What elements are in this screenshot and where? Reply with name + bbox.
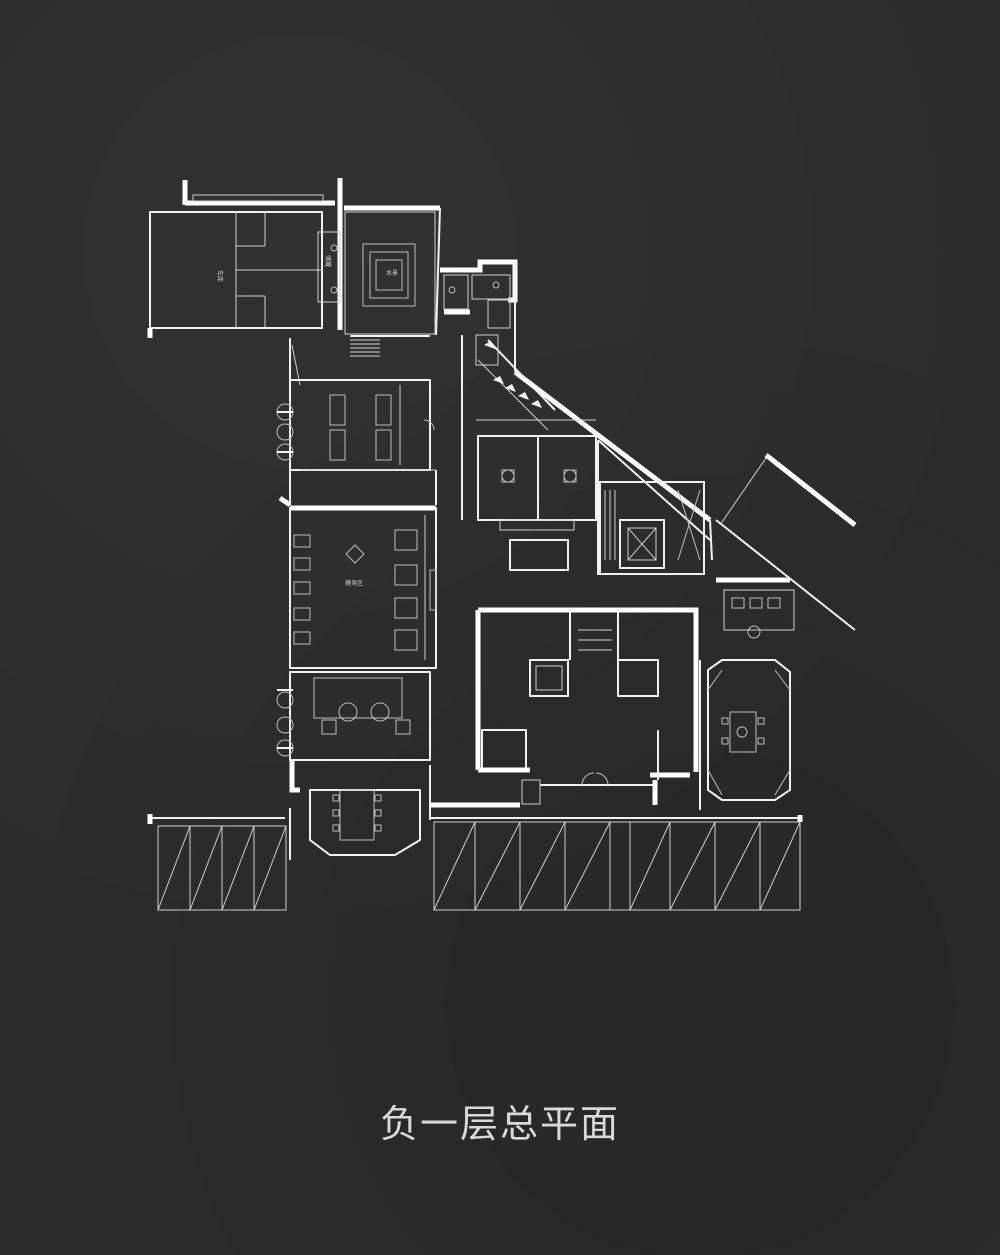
- left-wing: 健身区: [276, 338, 437, 860]
- wc-cluster: [440, 259, 518, 329]
- svg-text:水景: 水景: [386, 269, 398, 277]
- top-centre-room: 水景 储藏: [317, 178, 441, 357]
- svg-text:健身区: 健身区: [345, 579, 363, 587]
- garage-block: 车库: [147, 180, 335, 338]
- svg-text:车库: 车库: [216, 270, 224, 282]
- diagonal-corridor: [475, 262, 713, 561]
- central-block: [461, 335, 705, 805]
- svg-text:储藏: 储藏: [324, 255, 332, 267]
- plan-caption: 负一层总平面: [379, 1102, 620, 1146]
- right-wing: [699, 453, 857, 810]
- parking-bays: [147, 802, 803, 911]
